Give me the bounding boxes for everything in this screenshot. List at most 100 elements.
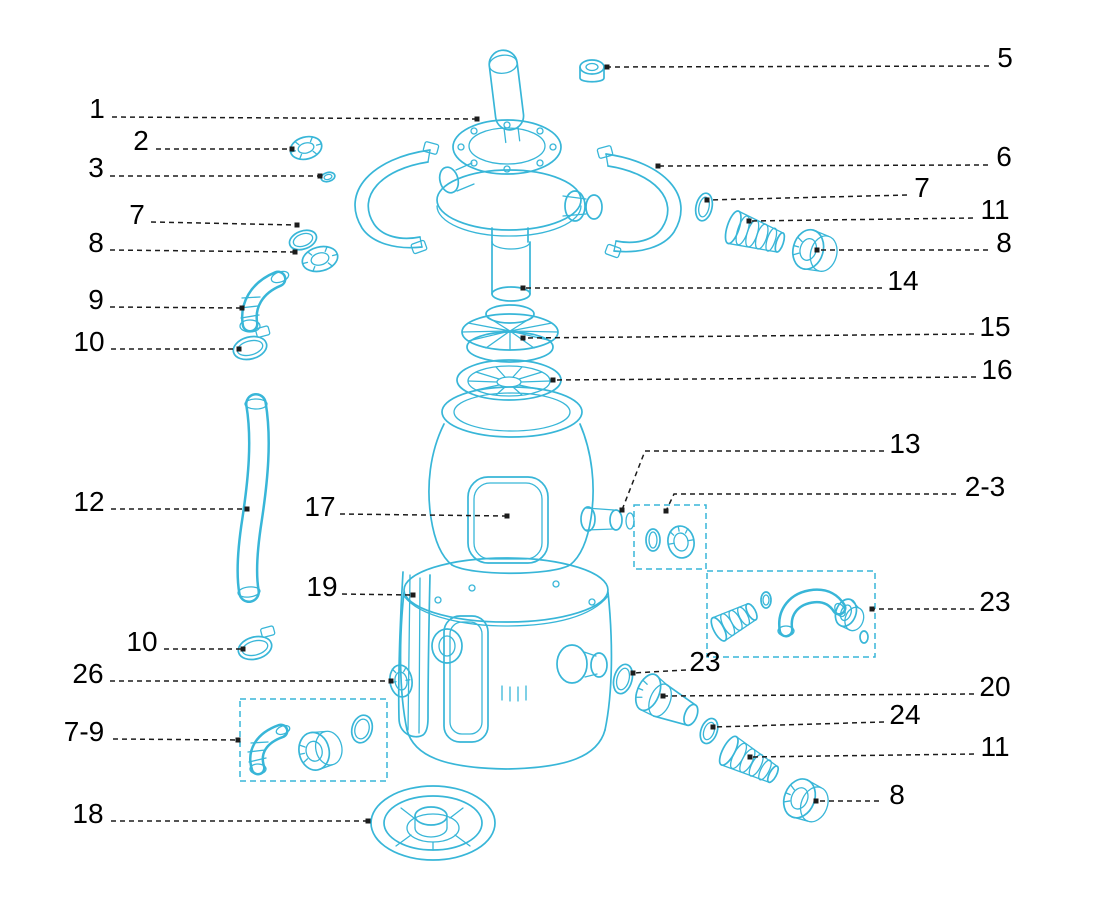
leader-endpoint-dot — [236, 346, 242, 352]
part-label-11-6: 11 — [980, 194, 1010, 225]
group-box-2-3 — [633, 504, 707, 570]
part-label-1-0: 1 — [89, 93, 105, 124]
standpipe — [491, 241, 531, 302]
leader-endpoint-dot — [604, 64, 610, 70]
breather-cap — [579, 59, 605, 83]
clamp-band — [354, 141, 440, 255]
part-label-7-8: 7 — [129, 199, 145, 230]
filter-tank — [428, 386, 635, 575]
leader-endpoint-dot — [410, 592, 416, 598]
part-label-6-4: 6 — [996, 141, 1012, 172]
leader-line-2-3-18 — [665, 493, 956, 512]
leader-endpoint-dot — [388, 678, 394, 684]
part-label-16-14: 16 — [981, 354, 1013, 385]
leader-line-24-25 — [712, 721, 885, 728]
o-ring — [699, 717, 719, 745]
base-ring — [370, 785, 496, 861]
part-label-12-15: 12 — [73, 486, 105, 517]
part-label-11-27: 11 — [980, 731, 1010, 762]
leader-endpoint-dot — [292, 249, 298, 255]
part-label-23-23: 23 — [689, 646, 721, 677]
leader-endpoint-dot — [869, 606, 875, 612]
part-label-23-20: 23 — [979, 586, 1011, 617]
hose-adapter — [718, 735, 780, 784]
o-ring — [350, 714, 374, 744]
part-label-2-3-18: 2-3 — [964, 471, 1006, 502]
leader-endpoint-dot — [239, 305, 245, 311]
o-ring — [859, 630, 869, 644]
leader-endpoint-dot — [704, 197, 710, 203]
leader-endpoint-dot — [317, 173, 323, 179]
o-ring — [645, 528, 661, 552]
leader-line-11-27 — [749, 753, 975, 758]
part-label-9-10: 9 — [88, 284, 104, 315]
part-label-24-25: 24 — [889, 699, 921, 730]
group-box-23 — [706, 570, 876, 658]
knurled-nut — [791, 228, 838, 272]
leader-line-19-19 — [341, 593, 414, 596]
leader-line-6-4 — [657, 164, 989, 167]
leader-line-11-6 — [748, 217, 974, 222]
leader-line-7-5 — [706, 194, 908, 201]
leader-endpoint-dot — [550, 377, 556, 383]
part-label-18-29: 18 — [72, 798, 104, 829]
group-box-7-9 — [239, 698, 388, 782]
part-label-19-19: 19 — [306, 571, 338, 602]
leader-endpoint-dot — [619, 507, 625, 513]
leader-line-13-17 — [621, 450, 884, 511]
leader-endpoint-dot — [746, 218, 752, 224]
leader-endpoint-dot — [365, 818, 371, 824]
part-label-2-1: 2 — [133, 125, 149, 156]
part-label-8-9: 8 — [88, 227, 104, 258]
hose-adapter — [724, 210, 786, 253]
part-label-17-16: 17 — [304, 491, 336, 522]
leader-line-1-0 — [111, 116, 478, 120]
pump-base — [397, 557, 613, 770]
clamp-band — [596, 145, 682, 259]
valve-handle — [488, 49, 525, 144]
leader-line-7-9-26 — [112, 738, 239, 741]
part-label-7-5: 7 — [914, 172, 930, 203]
leader-line-8-9 — [109, 249, 296, 253]
leader-line-16-14 — [552, 376, 977, 381]
leader-line-9-10 — [109, 306, 243, 309]
leader-line-5-3 — [606, 65, 990, 68]
o-ring — [288, 229, 318, 251]
leader-endpoint-dot — [655, 163, 661, 169]
leader-endpoint-dot — [289, 146, 295, 152]
part-label-20-24: 20 — [979, 671, 1011, 702]
knurled-nut — [301, 245, 339, 273]
o-ring — [612, 663, 634, 695]
leader-endpoint-dot — [240, 646, 246, 652]
leader-line-23-23 — [632, 669, 687, 674]
leader-endpoint-dot — [520, 285, 526, 291]
part-label-3-2: 3 — [88, 152, 104, 183]
knurled-cap — [289, 135, 323, 161]
union-valve — [634, 673, 699, 727]
hose-adapter — [710, 602, 758, 642]
leader-endpoint-dot — [630, 670, 636, 676]
filter-hose — [236, 393, 270, 603]
leader-endpoint-dot — [504, 513, 510, 519]
leader-endpoint-dot — [235, 737, 241, 743]
knurled-nut — [782, 778, 829, 823]
leader-endpoint-dot — [660, 693, 666, 699]
leader-endpoint-dot — [520, 335, 526, 341]
leader-line-15-13 — [522, 333, 975, 339]
part-label-15-13: 15 — [979, 311, 1011, 342]
part-label-8-7: 8 — [996, 227, 1012, 258]
o-ring — [694, 192, 714, 222]
part-label-5-3: 5 — [997, 42, 1013, 73]
leader-endpoint-dot — [710, 724, 716, 730]
o-ring — [760, 591, 772, 609]
part-label-13-17: 13 — [889, 428, 921, 459]
part-label-7-9-26: 7-9 — [63, 716, 105, 747]
leader-endpoint-dot — [814, 247, 820, 253]
leader-endpoint-dot — [244, 506, 250, 512]
leader-endpoint-dot — [813, 798, 819, 804]
knurled-cap — [667, 525, 695, 559]
leader-endpoint-dot — [294, 222, 300, 228]
multiport-valve — [436, 119, 603, 243]
